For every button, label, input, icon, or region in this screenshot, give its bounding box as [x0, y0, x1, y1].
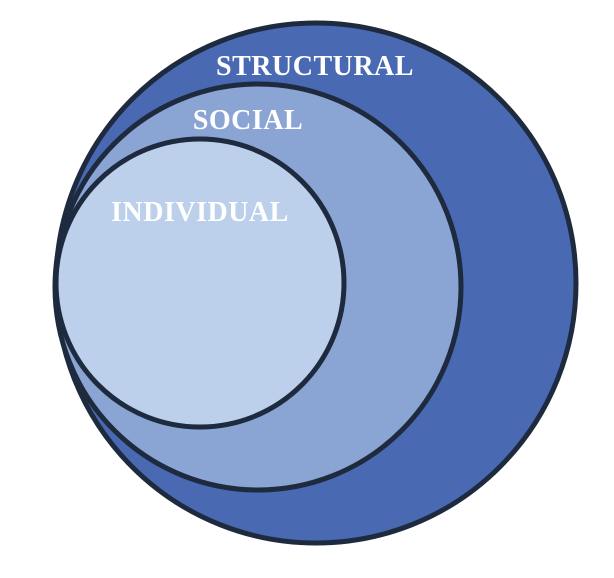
- structural-label: STRUCTURAL: [216, 51, 414, 82]
- individual-circle: [53, 136, 347, 430]
- social-label: SOCIAL: [193, 105, 303, 136]
- individual-label: INDIVIDUAL: [111, 197, 289, 228]
